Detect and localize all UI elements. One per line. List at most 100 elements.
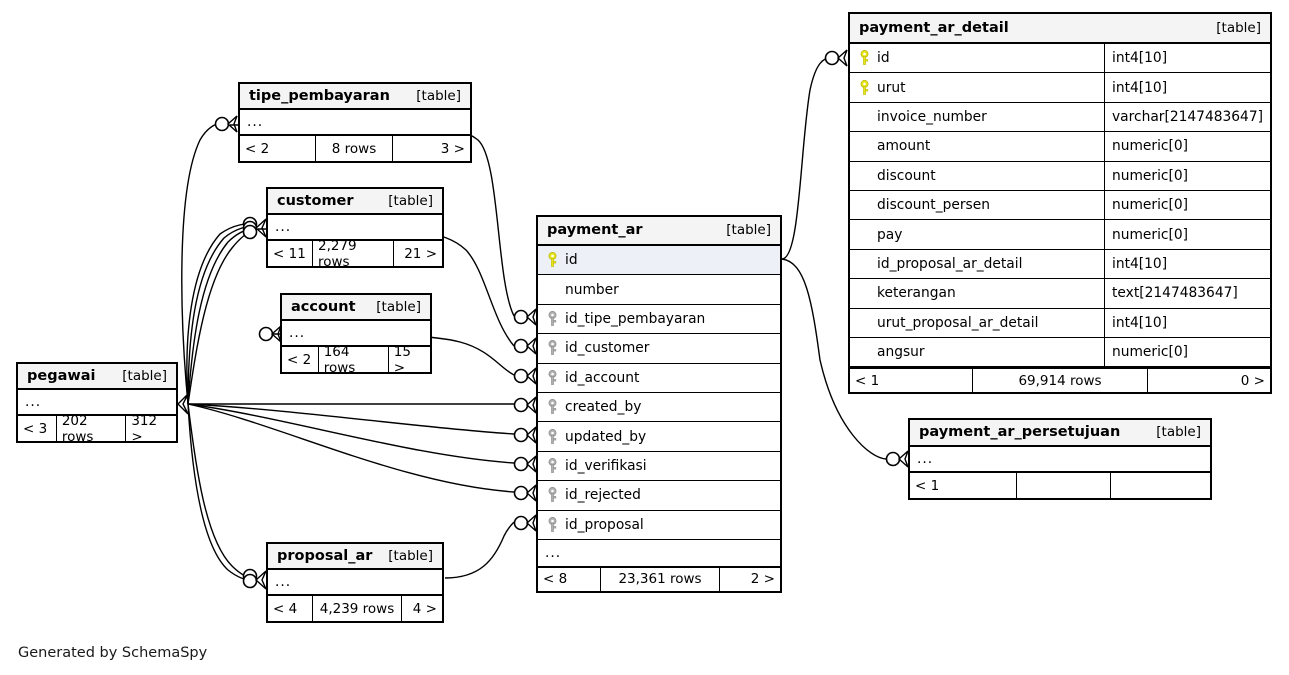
table-row[interactable]: urut_proposal_ar_detail int4[10] (850, 308, 1270, 338)
edge-pegawai-to-updated_by (187, 403, 515, 435)
table-account[interactable]: account [table] ... < 2 164 rows 15 > (280, 293, 432, 376)
table-row[interactable]: created_by (538, 393, 780, 423)
column-type: numeric[0] (1104, 337, 1270, 367)
footer-parents[interactable]: < 3 (23, 420, 48, 437)
table-row[interactable]: discount numeric[0] (850, 161, 1270, 191)
column-cell: number (538, 282, 780, 298)
footer-children[interactable]: 21 > (404, 245, 437, 262)
table-footer: < 1 (910, 473, 1210, 498)
table-row[interactable]: invoice_number varchar[2147483647] (850, 102, 1270, 133)
table-row[interactable]: angsur numeric[0] (850, 337, 1270, 368)
footer-rowcount: 2,279 rows (312, 238, 394, 270)
column-name: keterangan (877, 285, 956, 302)
table-pegawai[interactable]: pegawai [table] ... < 3 202 rows 312 > (16, 362, 178, 445)
column-name: invoice_number (877, 108, 987, 125)
table-header: payment_ar_persetujuan [table] (910, 420, 1210, 447)
footer-rowcount: 164 rows (317, 344, 389, 376)
column-name: id_account (565, 369, 640, 386)
footer-children[interactable]: 3 > (440, 140, 465, 157)
column-name: discount_persen (877, 197, 990, 214)
column-cell: id_proposal_ar_detail (850, 256, 1104, 272)
table-type-tag: [table] (1156, 424, 1201, 440)
foreign-key-icon (548, 340, 557, 356)
footer-rowcount: 202 rows (55, 413, 127, 445)
table-row[interactable]: id int4[10] (850, 44, 1270, 74)
column-cell: created_by (538, 399, 780, 415)
table-row[interactable]: pay numeric[0] (850, 220, 1270, 250)
column-type: numeric[0] (1104, 190, 1270, 220)
footer-children[interactable]: 2 > (750, 571, 775, 588)
table-row[interactable]: id_account (538, 364, 780, 393)
table-customer[interactable]: customer [table] ... < 11 2,279 rows 21 … (266, 187, 444, 270)
table-tipe_pembayaran[interactable]: tipe_pembayaran [table] ... < 2 8 rows 3… (238, 82, 472, 163)
table-row[interactable]: id_proposal (538, 511, 780, 540)
table-row[interactable]: discount_persen numeric[0] (850, 190, 1270, 221)
footer-parents[interactable]: < 2 (287, 351, 312, 368)
footer-children[interactable] (1111, 473, 1210, 498)
edge-pegawai-to-id_rejected (187, 403, 515, 493)
footer-parents[interactable]: < 2 (245, 140, 270, 157)
column-cell: pay (850, 227, 1104, 243)
column-name: id_proposal (565, 516, 644, 533)
column-type: numeric[0] (1104, 220, 1270, 249)
table-header: account [table] (282, 295, 430, 321)
footer-children[interactable]: 0 > (1240, 372, 1265, 389)
table-row[interactable]: id (538, 246, 780, 276)
table-header: proposal_ar [table] (268, 544, 442, 570)
table-row[interactable]: id_proposal_ar_detail int4[10] (850, 249, 1270, 280)
primary-key-icon (860, 79, 869, 95)
table-row[interactable]: urut int4[10] (850, 73, 1270, 103)
footer-rowcount: 23,361 rows (600, 567, 720, 591)
column-cell: discount_persen (850, 197, 1104, 213)
footer-children[interactable]: 4 > (412, 600, 437, 617)
footer-parents[interactable]: < 8 (543, 571, 568, 588)
more-columns-indicator: ... (18, 390, 176, 416)
table-row[interactable]: id_customer (538, 334, 780, 364)
table-footer: < 2 8 rows 3 > (240, 136, 470, 161)
edge-proposal_ar-to-payment_ar (444, 521, 515, 579)
table-row[interactable]: id_verifikasi (538, 452, 780, 482)
footer-rowcount: 69,914 rows (972, 369, 1148, 393)
table-row[interactable]: updated_by (538, 422, 780, 452)
table-type-tag: [table] (1216, 19, 1261, 36)
table-footer: < 11 2,279 rows 21 > (268, 238, 442, 270)
table-payment_ar[interactable]: payment_ar [table] id number (536, 215, 782, 593)
column-name: urut (877, 79, 906, 96)
table-row[interactable]: amount numeric[0] (850, 132, 1270, 162)
footer-parents[interactable]: < 1 (855, 372, 880, 389)
column-name: updated_by (565, 428, 647, 445)
footer-parents[interactable]: < 4 (273, 600, 298, 617)
marker-tipe_pembayaran (214, 115, 238, 133)
footer-children[interactable]: 312 > (131, 412, 158, 445)
table-header: payment_ar [table] (538, 217, 780, 246)
column-name: urut_proposal_ar_detail (877, 314, 1039, 331)
column-type: numeric[0] (1104, 132, 1270, 161)
footer-rowcount: 8 rows (315, 136, 393, 161)
marker-customer (242, 216, 267, 240)
column-type: varchar[2147483647] (1104, 102, 1270, 132)
footer-parents[interactable]: < 11 (273, 245, 306, 262)
table-payment_ar_persetujuan[interactable]: payment_ar_persetujuan [table] ... < 1 (908, 418, 1212, 500)
more-columns-indicator: ... (910, 447, 1210, 473)
foreign-key-icon (548, 399, 557, 414)
foreign-key-icon (548, 487, 557, 503)
table-row[interactable]: id_rejected (538, 481, 780, 511)
column-cell: id_tipe_pembayaran (538, 311, 780, 327)
table-row[interactable]: number (538, 275, 780, 305)
table-type-tag: [table] (376, 298, 421, 315)
column-cell: angsur (850, 344, 1104, 360)
footer-children[interactable]: 15 > (393, 343, 411, 376)
table-header: tipe_pembayaran [table] (240, 84, 470, 110)
table-type-tag: [table] (726, 222, 771, 238)
foreign-key-icon (548, 457, 557, 473)
footer-parents[interactable]: < 1 (915, 477, 940, 494)
table-title: proposal_ar (277, 547, 373, 564)
column-cell: id_customer (538, 340, 780, 356)
table-proposal_ar[interactable]: proposal_ar [table] ... < 4 4,239 rows 4… (266, 542, 444, 623)
column-cell: updated_by (538, 429, 780, 445)
table-row[interactable]: id_tipe_pembayaran (538, 305, 780, 335)
edge-pegawai-to-customer-4 (186, 223, 255, 405)
column-name: created_by (565, 399, 642, 416)
table-payment_ar_detail[interactable]: payment_ar_detail [table] id int4[10] ur… (848, 12, 1272, 395)
table-row[interactable]: keterangan text[2147483647] (850, 279, 1270, 309)
